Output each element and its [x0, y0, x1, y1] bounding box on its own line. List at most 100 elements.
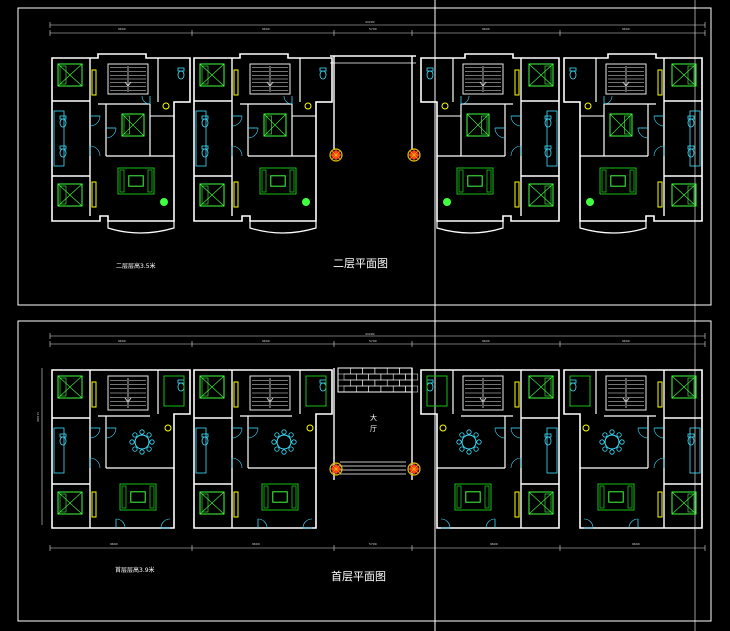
apartment-unit — [51, 369, 191, 529]
brick — [380, 373, 394, 381]
lobby-plant-left — [329, 462, 343, 476]
wardrobe — [233, 181, 239, 208]
wardrobe — [514, 69, 520, 96]
upper-height-note: 二层层高3.5米 — [116, 263, 156, 270]
door-swing — [141, 95, 151, 105]
stair-icon — [605, 375, 647, 411]
toilet-icon — [569, 379, 577, 392]
stair-icon — [605, 63, 647, 95]
brick — [356, 373, 369, 381]
plant-icon — [443, 198, 451, 206]
exterior-wall — [563, 369, 703, 529]
door-swing — [231, 427, 243, 439]
door-swing — [440, 518, 451, 529]
door-swing — [603, 95, 613, 105]
door-swing — [653, 427, 665, 439]
upper-segment-dim-line — [49, 30, 706, 36]
kitchen-counter — [569, 375, 591, 407]
exterior-wall — [193, 369, 333, 529]
lobby-label: 大厅 — [370, 414, 377, 433]
brick — [337, 367, 351, 375]
atrium-plant-right — [407, 148, 421, 162]
toilet-icon — [544, 115, 552, 128]
bed-icon — [671, 491, 697, 515]
door-swing — [637, 427, 649, 439]
stair-icon — [249, 63, 291, 95]
upper-dim-1: 9600 — [118, 27, 126, 31]
stair-icon — [462, 63, 504, 95]
bathroom-fixtures — [689, 427, 701, 474]
door-swing — [89, 145, 101, 157]
upper-dim-5: 9600 — [622, 27, 630, 31]
bathroom-fixtures — [546, 110, 558, 167]
exterior-wall — [51, 369, 191, 529]
brick — [368, 385, 382, 393]
toilet-icon — [426, 67, 434, 80]
wardrobe — [91, 181, 97, 208]
bed-icon — [57, 375, 83, 399]
door-swing — [302, 518, 313, 529]
wardrobe — [91, 69, 97, 96]
lower-total-dim: 43200 — [365, 332, 375, 336]
apartment-unit — [51, 53, 191, 234]
brick — [392, 373, 406, 381]
door-swing — [494, 127, 506, 139]
toilet-icon — [177, 379, 185, 392]
door-swing — [653, 457, 665, 469]
brick — [362, 379, 376, 387]
brick — [386, 367, 400, 375]
lower-top-dim-1: 9600 — [118, 339, 126, 343]
toilet-icon — [687, 145, 695, 158]
toilet-icon — [319, 67, 327, 80]
door-swing — [460, 95, 470, 105]
bed-icon — [528, 63, 554, 87]
apartment-unit — [193, 53, 333, 234]
sink-icon — [584, 102, 592, 110]
door-swing — [231, 145, 243, 157]
lower-bottom-dim-1: 9600 — [110, 542, 118, 546]
lower-sheet-border — [17, 320, 712, 622]
wardrobe — [657, 181, 663, 208]
lobby-plant-right — [407, 462, 421, 476]
toilet-icon — [687, 433, 695, 446]
plant-icon — [302, 198, 310, 206]
toilet-icon — [59, 433, 67, 446]
wardrobe — [514, 381, 520, 408]
brick — [337, 379, 351, 387]
brick — [374, 367, 388, 375]
wardrobe — [514, 181, 520, 208]
wardrobe — [91, 381, 97, 408]
door-swing — [653, 145, 665, 157]
bay-window — [249, 221, 317, 234]
bed-icon — [528, 183, 554, 207]
lower-top-dim-3: 5700 — [369, 339, 377, 343]
bathroom-fixtures — [195, 110, 207, 167]
sofa-icon — [597, 483, 635, 511]
apartment-unit — [420, 369, 560, 529]
lower-bottom-dim-2: 9600 — [252, 542, 260, 546]
brick — [350, 379, 363, 387]
wardrobe — [657, 491, 663, 518]
bed-icon — [199, 375, 225, 399]
door-swing — [510, 457, 522, 469]
bed-icon — [199, 491, 225, 515]
bed-icon — [671, 375, 697, 399]
door-swing — [494, 427, 506, 439]
upper-dim-4: 9600 — [482, 27, 490, 31]
door-swing — [510, 115, 522, 127]
toilet-icon — [687, 115, 695, 128]
door-swing — [637, 127, 649, 139]
sofa-icon — [456, 167, 494, 195]
door-swing — [247, 427, 259, 439]
lower-segment-dim-line — [49, 341, 706, 347]
brick — [380, 385, 394, 393]
wardrobe — [233, 69, 239, 96]
door-swing — [628, 518, 639, 529]
toilet-icon — [544, 433, 552, 446]
lobby — [333, 367, 419, 480]
toilet-icon — [544, 145, 552, 158]
exterior-wall — [420, 369, 560, 529]
sink-icon — [304, 102, 312, 110]
upper-sheet-border — [17, 7, 712, 306]
